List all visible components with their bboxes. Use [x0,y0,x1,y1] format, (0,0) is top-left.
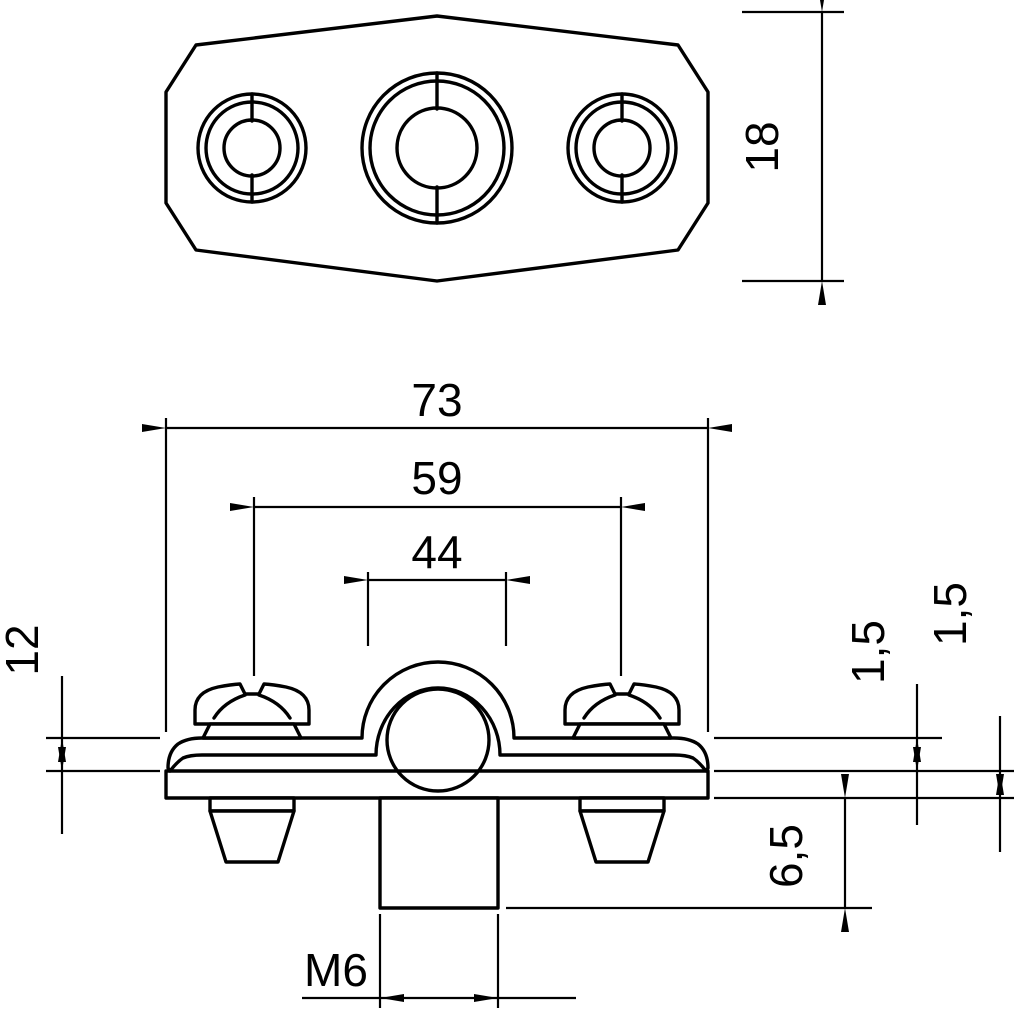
top-view-right-screw [566,92,678,204]
front-view: 73 59 44 12 [0,374,1014,1008]
top-view: 18 [164,0,844,305]
dimension-73: 73 [142,374,732,732]
dimension-6-5: 6,5 [760,774,849,932]
dim-44-label: 44 [411,526,462,578]
dimension-18: 18 [736,0,844,305]
dim-strap-thickness-label: 1,5 [842,620,894,684]
dim-12-label: 12 [0,624,48,675]
dim-18-label: 18 [736,121,788,172]
dimension-12: 12 [0,624,160,834]
right-extension-lines [506,736,1014,910]
dimension-plate-1-5: 1,5 [924,582,1004,852]
dimension-59: 59 [230,452,645,676]
dim-stud-length-label: 6,5 [760,824,812,888]
dimension-strap-1-5: 1,5 [842,620,921,825]
dim-thread-label: M6 [304,944,368,996]
dim-plate-thickness-label: 1,5 [924,582,976,646]
dim-73-label: 73 [411,374,462,426]
pipe-circle [385,687,491,793]
dim-59-label: 59 [411,452,462,504]
dimension-m6: M6 [302,914,576,1008]
threaded-stud [378,796,500,910]
top-view-plate-outline [164,14,710,283]
dimension-44: 44 [344,526,530,646]
top-view-left-screw [196,92,308,204]
clamp-strap [166,660,710,773]
base-plate [164,769,710,800]
top-view-center-saddle [360,71,514,225]
